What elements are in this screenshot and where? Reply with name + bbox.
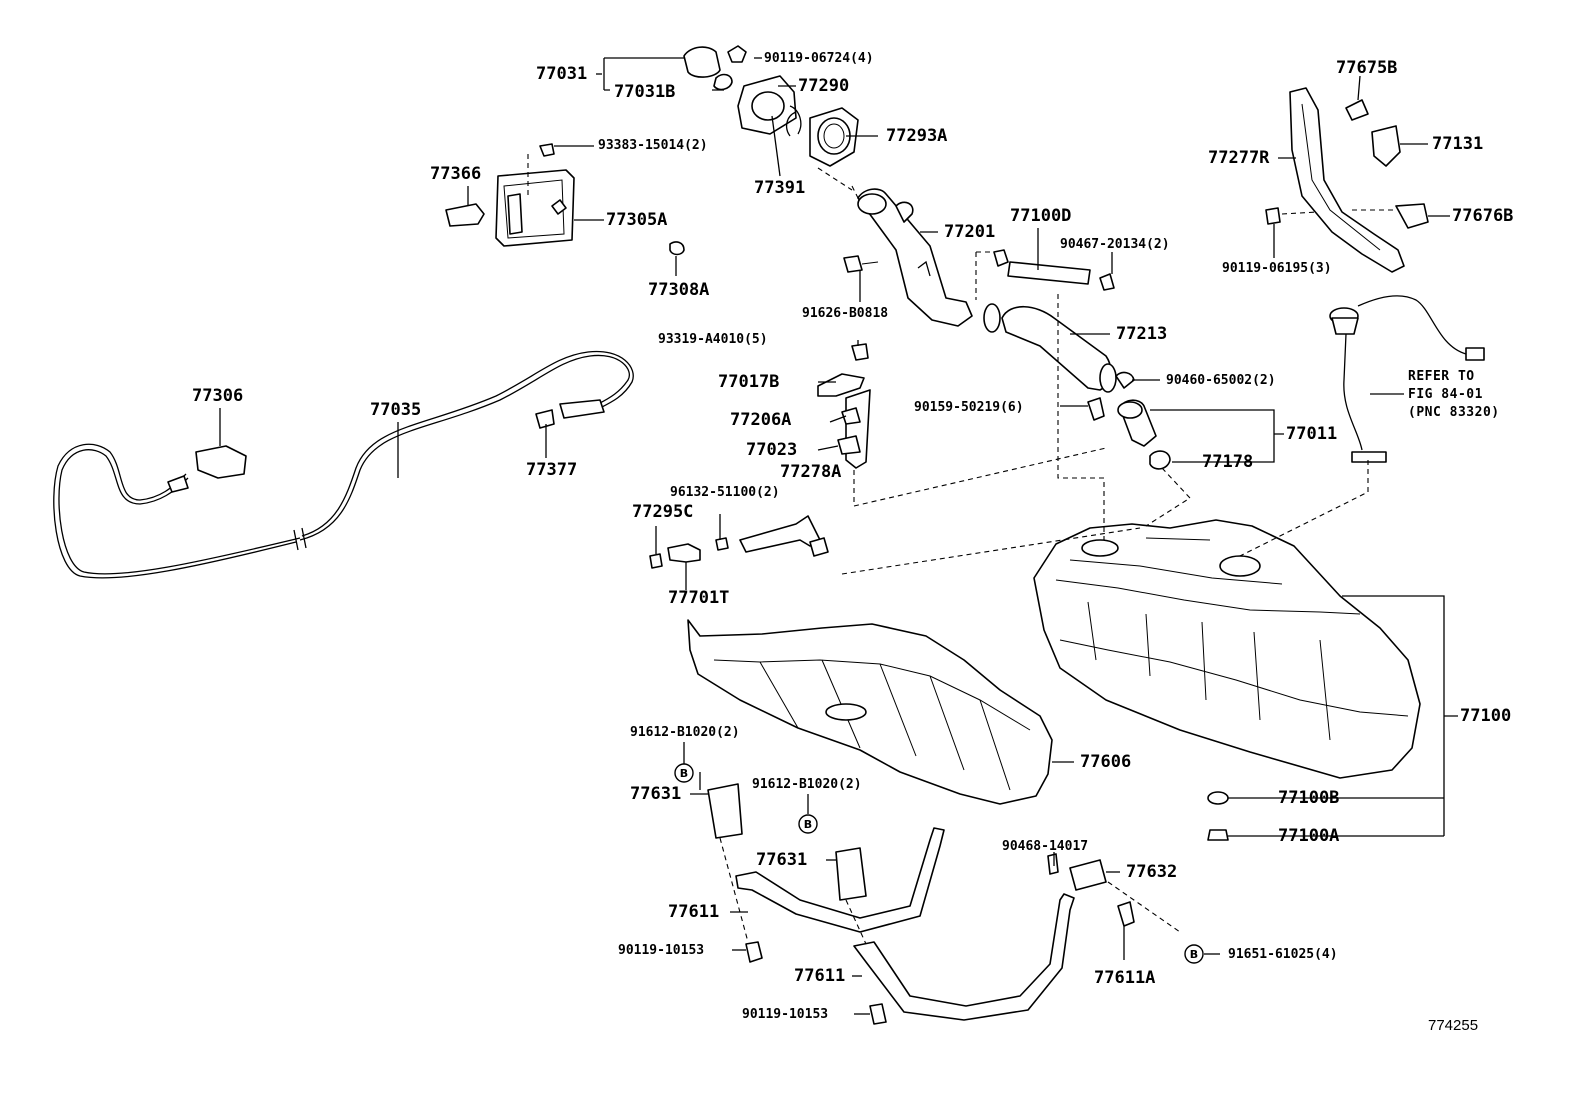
part-label-90467-20134: 90467-20134(2) bbox=[1060, 237, 1170, 252]
bolt-marker-2: B bbox=[798, 814, 818, 834]
routing-dashed-lines bbox=[817, 167, 1369, 575]
filler-lid-lever-group bbox=[445, 143, 685, 256]
lid-opener-cable bbox=[53, 350, 634, 579]
part-label-77201: 77201 bbox=[944, 222, 996, 242]
breather-hose bbox=[993, 249, 1115, 291]
part-label-77023: 77023 bbox=[746, 440, 798, 460]
reference-note-line-2: FIG 84-01 bbox=[1408, 387, 1483, 402]
fuel-valve-assembly bbox=[1087, 371, 1171, 470]
part-label-77290: 77290 bbox=[798, 76, 850, 96]
part-label-77278a: 77278A bbox=[780, 462, 842, 482]
part-label-77611-a: 77611 bbox=[668, 902, 720, 922]
part-label-77100: 77100 bbox=[1460, 706, 1512, 726]
part-label-90119-06724: 90119-06724(4) bbox=[764, 51, 874, 66]
part-label-77308a: 77308A bbox=[648, 280, 710, 300]
part-label-77178: 77178 bbox=[1202, 452, 1254, 472]
fuel-tank-straps bbox=[707, 783, 1181, 1025]
part-label-90119-10153-a: 90119-10153 bbox=[618, 943, 705, 958]
part-label-77676b: 77676B bbox=[1452, 206, 1514, 226]
fuel-tank-protector-panel bbox=[1265, 87, 1429, 273]
part-label-77377: 77377 bbox=[526, 460, 578, 480]
part-label-91651-61025: 91651-61025(4) bbox=[1228, 947, 1338, 962]
vent-bracket-group bbox=[817, 343, 871, 469]
part-label-77631-b: 77631 bbox=[756, 850, 808, 870]
fuel-gauge-sender bbox=[1329, 295, 1485, 463]
part-label-91612-b1020-b: 91612-B1020(2) bbox=[752, 777, 862, 792]
fuel-filler-pipe bbox=[843, 188, 973, 327]
part-label-77306: 77306 bbox=[192, 386, 244, 406]
part-label-77035: 77035 bbox=[370, 400, 422, 420]
part-label-77100d: 77100D bbox=[1010, 206, 1072, 226]
part-label-91626-b0818: 91626-B0818 bbox=[802, 306, 889, 321]
part-label-90460-65002: 90460-65002(2) bbox=[1166, 373, 1276, 388]
part-label-77295c: 77295C bbox=[632, 502, 694, 522]
part-label-77701t: 77701T bbox=[668, 588, 730, 608]
canister-hose-group bbox=[649, 515, 829, 569]
bolt-marker-3: B bbox=[1184, 944, 1204, 964]
figure-number: 774255 bbox=[1428, 1017, 1479, 1034]
part-label-77675b: 77675B bbox=[1336, 58, 1398, 78]
part-label-77100a: 77100A bbox=[1278, 826, 1340, 846]
part-label-77017b: 77017B bbox=[718, 372, 780, 392]
part-label-93383-15014: 93383-15014(2) bbox=[598, 138, 708, 153]
bolt-marker-label: B bbox=[1190, 948, 1198, 961]
part-label-77031b: 77031B bbox=[614, 82, 676, 102]
part-label-90119-10153-b: 90119-10153 bbox=[742, 1007, 829, 1022]
part-label-77206a: 77206A bbox=[730, 410, 792, 430]
part-label-96132-51100: 96132-51100(2) bbox=[670, 485, 780, 500]
fuel-filler-hose bbox=[983, 303, 1117, 393]
part-label-90468-14017: 90468-14017 bbox=[1002, 839, 1089, 854]
part-label-77213: 77213 bbox=[1116, 324, 1168, 344]
part-label-91612-b1020-a: 91612-B1020(2) bbox=[630, 725, 740, 740]
bolt-marker-label: B bbox=[804, 818, 812, 831]
fuel-tank bbox=[1033, 519, 1421, 779]
part-label-77611a: 77611A bbox=[1094, 968, 1156, 988]
part-label-77305a: 77305A bbox=[606, 210, 668, 230]
part-label-77366: 77366 bbox=[430, 164, 482, 184]
part-label-77391: 77391 bbox=[754, 178, 806, 198]
part-label-77632: 77632 bbox=[1126, 862, 1178, 882]
part-label-77631-a: 77631 bbox=[630, 784, 682, 804]
tank-washers bbox=[1207, 791, 1229, 841]
bolt-marker-label: B bbox=[680, 767, 688, 780]
part-label-77606: 77606 bbox=[1080, 752, 1132, 772]
part-label-90119-06195: 90119-06195(3) bbox=[1222, 261, 1332, 276]
part-label-77131: 77131 bbox=[1432, 134, 1484, 154]
part-label-77611-b: 77611 bbox=[794, 966, 846, 986]
leader-lines bbox=[219, 57, 1458, 1015]
part-label-77031: 77031 bbox=[536, 64, 588, 84]
part-label-77011: 77011 bbox=[1286, 424, 1338, 444]
part-label-77100b: 77100B bbox=[1278, 788, 1340, 808]
part-label-93319-a4010: 93319-A4010(5) bbox=[658, 332, 768, 347]
part-label-90159-50219: 90159-50219(6) bbox=[914, 400, 1024, 415]
fuel-tank-protector bbox=[687, 619, 1053, 805]
reference-note-line-3: (PNC 83320) bbox=[1408, 405, 1500, 420]
bolt-marker-1: B bbox=[674, 763, 694, 783]
part-label-77277r: 77277R bbox=[1208, 148, 1270, 168]
fuel-filler-cap-group bbox=[683, 45, 859, 167]
part-label-77293a: 77293A bbox=[886, 126, 948, 146]
reference-note-line-1: REFER TO bbox=[1408, 369, 1475, 384]
